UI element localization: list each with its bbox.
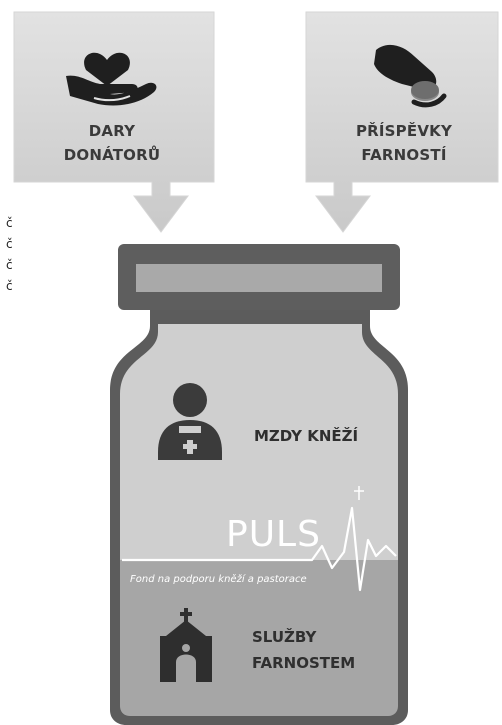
jar-lid <box>118 244 400 310</box>
parish-services-label-line2: FARNOSTEM <box>252 654 355 672</box>
parishes-box <box>305 11 499 233</box>
side-char: č <box>6 216 13 230</box>
donors-label-line2: DONÁTORŮ <box>64 144 161 164</box>
donors-label-line1: DARY <box>89 122 136 140</box>
parish-services-label-line1: SLUŽBY <box>252 627 317 646</box>
church-icon <box>160 608 212 682</box>
donors-box <box>13 11 215 233</box>
heart-hand-icon <box>66 52 157 106</box>
side-char: č <box>6 237 13 251</box>
puls-title: PULS <box>226 514 321 555</box>
puls-subtitle: Fond na podporu kněží a pastorace <box>130 573 307 585</box>
priest-salaries-label: MZDY KNĚŽÍ <box>254 426 359 445</box>
puls-logo: PULS Fond na podporu kněží a pastorace <box>122 486 397 592</box>
side-char: č <box>6 279 13 293</box>
priest-icon <box>158 383 222 460</box>
side-char: č <box>6 258 13 272</box>
coin-hand-icon <box>374 44 447 108</box>
parishes-label-line1: PŘÍSPĚVKY <box>356 121 453 140</box>
parishes-label-line2: FARNOSTÍ <box>361 145 446 164</box>
